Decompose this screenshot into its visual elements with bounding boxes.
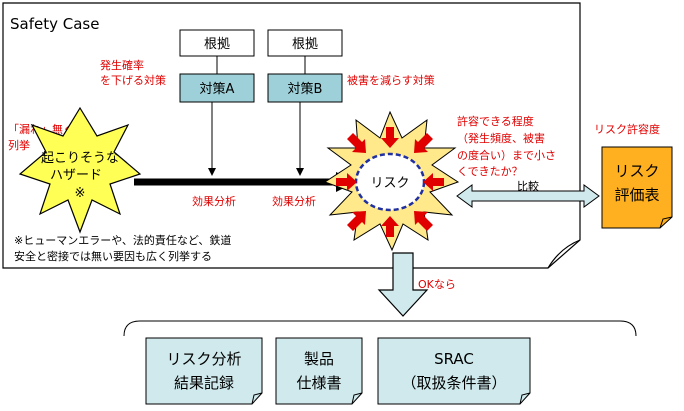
pressure-arrow-right <box>423 173 444 191</box>
footnote-line-2: 安全と密接では無い要因も広く列挙する <box>14 249 212 263</box>
output-product-line-1: 製品 <box>304 350 334 368</box>
footnote-line-1: ※ヒューマンエラーや、法的責任など、鉄道 <box>14 233 231 247</box>
tolerance-sheet-fold <box>659 216 673 229</box>
hazard-mark: ※ <box>75 186 86 201</box>
risk-label: リスク <box>370 176 409 191</box>
note-probability-2: を下げる対策 <box>100 73 166 87</box>
note-damage: 被害を減らす対策 <box>347 73 435 87</box>
tolerance-label-1: リスク <box>614 162 659 180</box>
output-doc-analysis-record <box>145 337 263 405</box>
compare-arrow <box>456 184 600 208</box>
output-analysis-line-1: リスク分析 <box>166 350 241 368</box>
measure-box-b <box>267 73 343 103</box>
output-product-line-2: 仕様書 <box>296 374 341 392</box>
effect-label-a: 効果分析 <box>192 194 236 208</box>
output-doc-product-fold <box>351 392 363 405</box>
tolerance-label-2: 評価表 <box>614 186 659 204</box>
pressure-arrows <box>336 127 444 237</box>
note-list-2: 列挙 <box>8 138 30 152</box>
question-line-2: （発生頻度、被害 <box>457 131 545 145</box>
output-doc-product-spec <box>275 337 363 405</box>
ok-down-arrow <box>377 252 429 317</box>
hazard-star <box>18 106 142 234</box>
output-doc-analysis-fold <box>251 392 263 405</box>
case-title: Safety Case <box>10 15 99 33</box>
output-bracket <box>123 320 637 337</box>
output-doc-srac <box>377 337 531 405</box>
output-srac-line-1: SRAC <box>434 350 474 368</box>
output-analysis-line-2: 結果記録 <box>174 374 234 392</box>
pressure-arrow-left <box>336 173 357 191</box>
pressure-arrow-bl <box>347 211 366 231</box>
pressure-arrow-bottom <box>381 216 399 237</box>
tolerance-sheet <box>601 146 673 229</box>
safety-case-frame-fold <box>547 239 581 269</box>
pressure-arrow-tr <box>414 133 433 153</box>
effect-label-b: 効果分析 <box>272 194 316 208</box>
pressure-arrow-top <box>381 127 399 148</box>
ok-label: OKなら <box>418 278 456 291</box>
evidence-b-label: 根拠 <box>292 37 318 52</box>
measure-box-a <box>179 73 255 103</box>
question-line-3: の度合い）まで小さ <box>457 148 556 162</box>
note-probability-1: 発生確率 <box>100 58 144 72</box>
hazard-label-1: 起こりそうな <box>41 151 119 166</box>
question-line-4: くできたか？ <box>457 165 523 178</box>
output-srac-line-2: （取扱条件書） <box>401 374 506 392</box>
evidence-a-label: 根拠 <box>204 37 230 52</box>
question-line-1: 許容できる程度 <box>457 114 534 128</box>
evidence-box-a <box>179 29 255 57</box>
hazard-label-2: ハザード <box>50 168 102 183</box>
pressure-arrow-br <box>414 211 433 231</box>
tolerance-title: リスク許容度 <box>594 122 660 136</box>
compare-label: 比較 <box>517 179 539 193</box>
measure-a-label: 対策A <box>200 81 235 97</box>
evidence-box-b <box>267 29 343 57</box>
pressure-arrow-tl <box>347 133 366 153</box>
measure-b-label: 対策B <box>288 81 323 97</box>
output-doc-srac-fold <box>519 392 531 405</box>
